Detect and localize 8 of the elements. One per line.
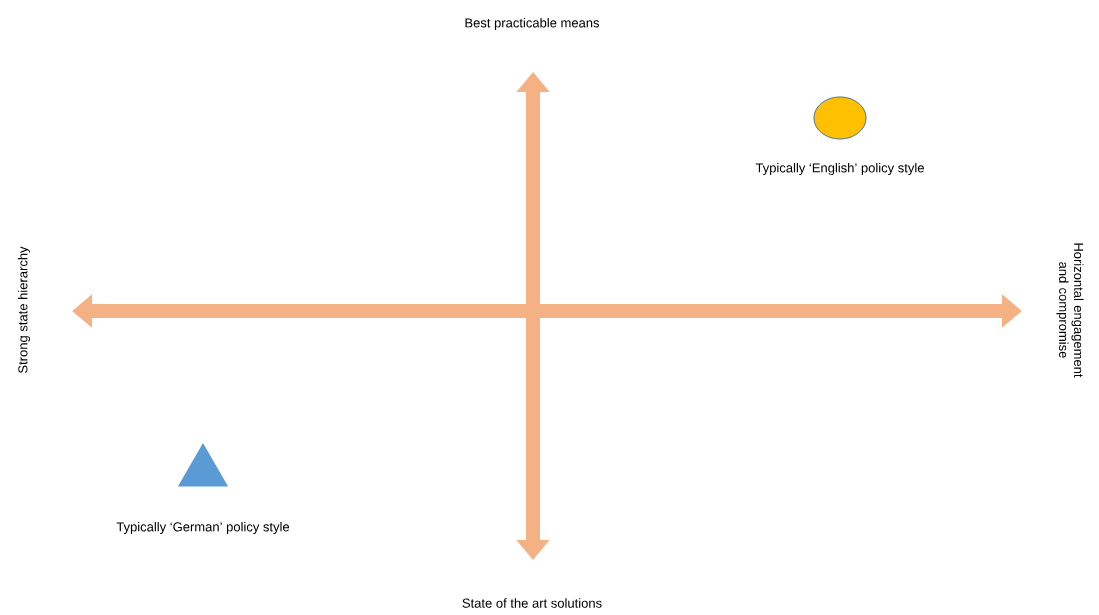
marker-caption: Typically ‘German’ policy style xyxy=(116,521,290,535)
axis-label: Strong state hierarchy xyxy=(17,246,31,373)
circle-marker xyxy=(813,96,867,140)
axis-label: Horizontal engagement and compromise xyxy=(1056,243,1084,378)
axis-label: State of the art solutions xyxy=(462,598,602,608)
axis-label: Best practicable means xyxy=(465,17,600,31)
marker-caption: Typically ‘English’ policy style xyxy=(755,162,924,176)
triangle-marker xyxy=(177,443,229,487)
